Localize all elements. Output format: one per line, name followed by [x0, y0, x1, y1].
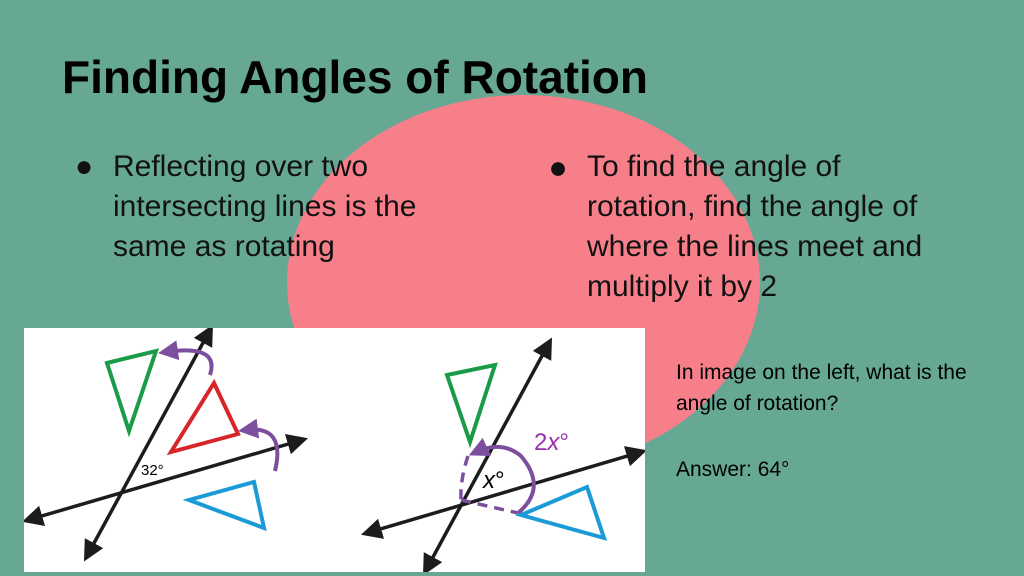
left-line-shallow: [24, 434, 309, 526]
right-line-steep: [422, 337, 553, 572]
answer-text: Answer: 64°: [676, 458, 790, 481]
slide-title: Finding Angles of Rotation: [62, 51, 648, 103]
question-text: In image on the left, what is the angle …: [676, 361, 967, 415]
bullet-text: Reflecting over two intersecting lines i…: [113, 150, 417, 263]
right-angle-label: x°: [482, 467, 505, 494]
bullet-reflecting: ● Reflecting over two intersecting lines…: [75, 147, 493, 267]
left-red-triangle: [166, 378, 241, 456]
bullet-find-angle: ● To find the angle of rotation, find th…: [548, 147, 957, 307]
right-rotation-arc: [468, 437, 536, 515]
right-angle-dashed-arc: [459, 455, 470, 501]
left-angle-label: 32°: [141, 462, 164, 479]
bullet-dot-icon: ●: [548, 149, 568, 185]
rotation-diagram: 32° 2x° x°: [24, 328, 645, 572]
right-blue-triangle: [514, 484, 608, 541]
right-diagram: 2x° x°: [360, 337, 645, 572]
bullet-dot-icon: ●: [74, 150, 94, 183]
left-blue-triangle: [182, 479, 267, 532]
rotation-figure: 32° 2x° x°: [24, 328, 645, 572]
left-rotation-arc-top: [158, 340, 214, 376]
right-line-shallow: [360, 446, 645, 539]
right-rotation-label: 2x°: [534, 429, 569, 456]
right-green-triangle: [444, 362, 498, 449]
right-dashed-base: [460, 498, 519, 515]
bullet-text: To find the angle of rotation, find the …: [587, 150, 923, 303]
left-green-triangle: [104, 348, 160, 438]
left-diagram: 32°: [24, 328, 309, 562]
left-rotation-arc-bottom: [238, 418, 280, 472]
